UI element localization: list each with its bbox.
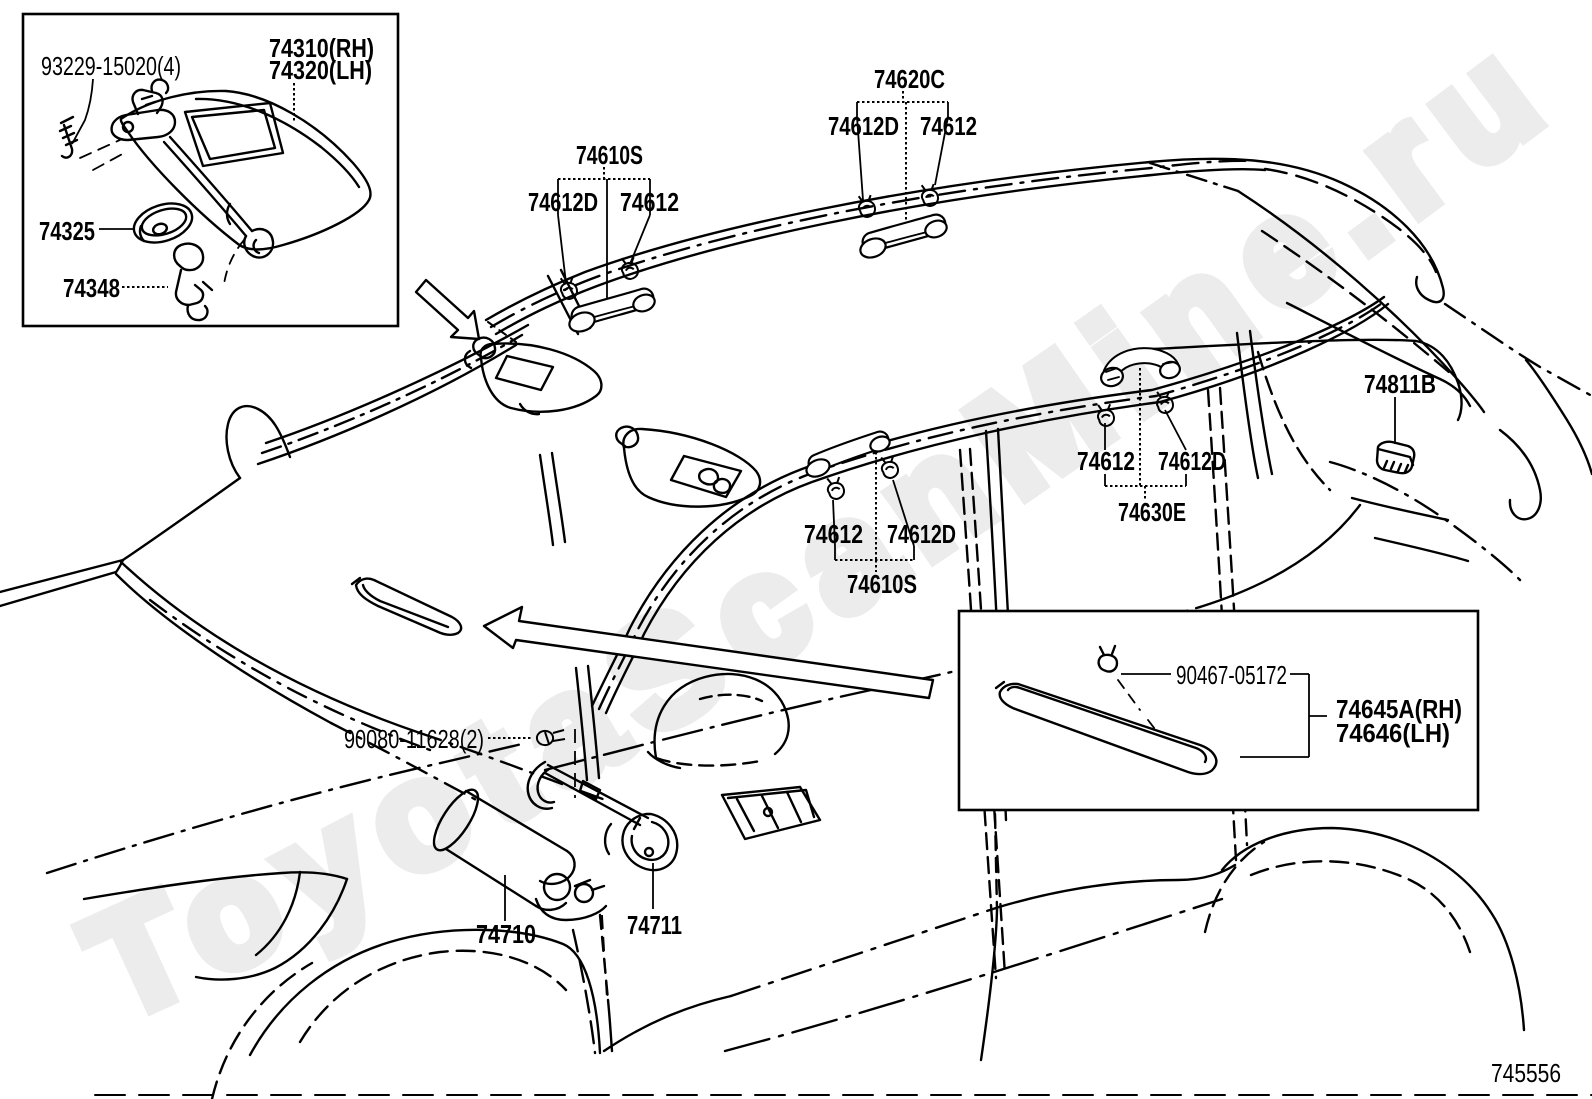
svg-text:74630E: 74630E — [1118, 497, 1186, 527]
svg-text:74710: 74710 — [476, 919, 536, 949]
svg-text:74612: 74612 — [920, 111, 977, 141]
svg-text:74620C: 74620C — [874, 64, 945, 94]
svg-text:90467-05172: 90467-05172 — [1176, 660, 1287, 690]
svg-text:90080-11628(2): 90080-11628(2) — [344, 724, 484, 754]
svg-text:74320(LH): 74320(LH) — [269, 55, 372, 85]
svg-text:74610S: 74610S — [847, 569, 917, 599]
svg-text:74612D: 74612D — [887, 519, 956, 549]
svg-text:74612D: 74612D — [528, 187, 598, 217]
svg-text:74310(RH): 74310(RH) — [269, 33, 374, 63]
svg-text:74645A(RH): 74645A(RH) — [1336, 694, 1462, 724]
svg-text:74612: 74612 — [804, 519, 863, 549]
svg-text:745556: 745556 — [1491, 1058, 1561, 1088]
svg-text:74811B: 74811B — [1364, 369, 1436, 399]
svg-text:74612D: 74612D — [828, 111, 899, 141]
svg-text:74612: 74612 — [620, 187, 679, 217]
svg-text:74612: 74612 — [1077, 446, 1135, 476]
svg-text:74325: 74325 — [39, 216, 95, 246]
svg-text:74711: 74711 — [627, 910, 682, 940]
svg-text:74612D: 74612D — [1158, 446, 1226, 476]
svg-text:74348: 74348 — [63, 273, 120, 303]
svg-text:74646(LH): 74646(LH) — [1336, 718, 1450, 748]
svg-text:74610S: 74610S — [576, 140, 643, 170]
svg-text:93229-15020(4): 93229-15020(4) — [41, 51, 181, 81]
